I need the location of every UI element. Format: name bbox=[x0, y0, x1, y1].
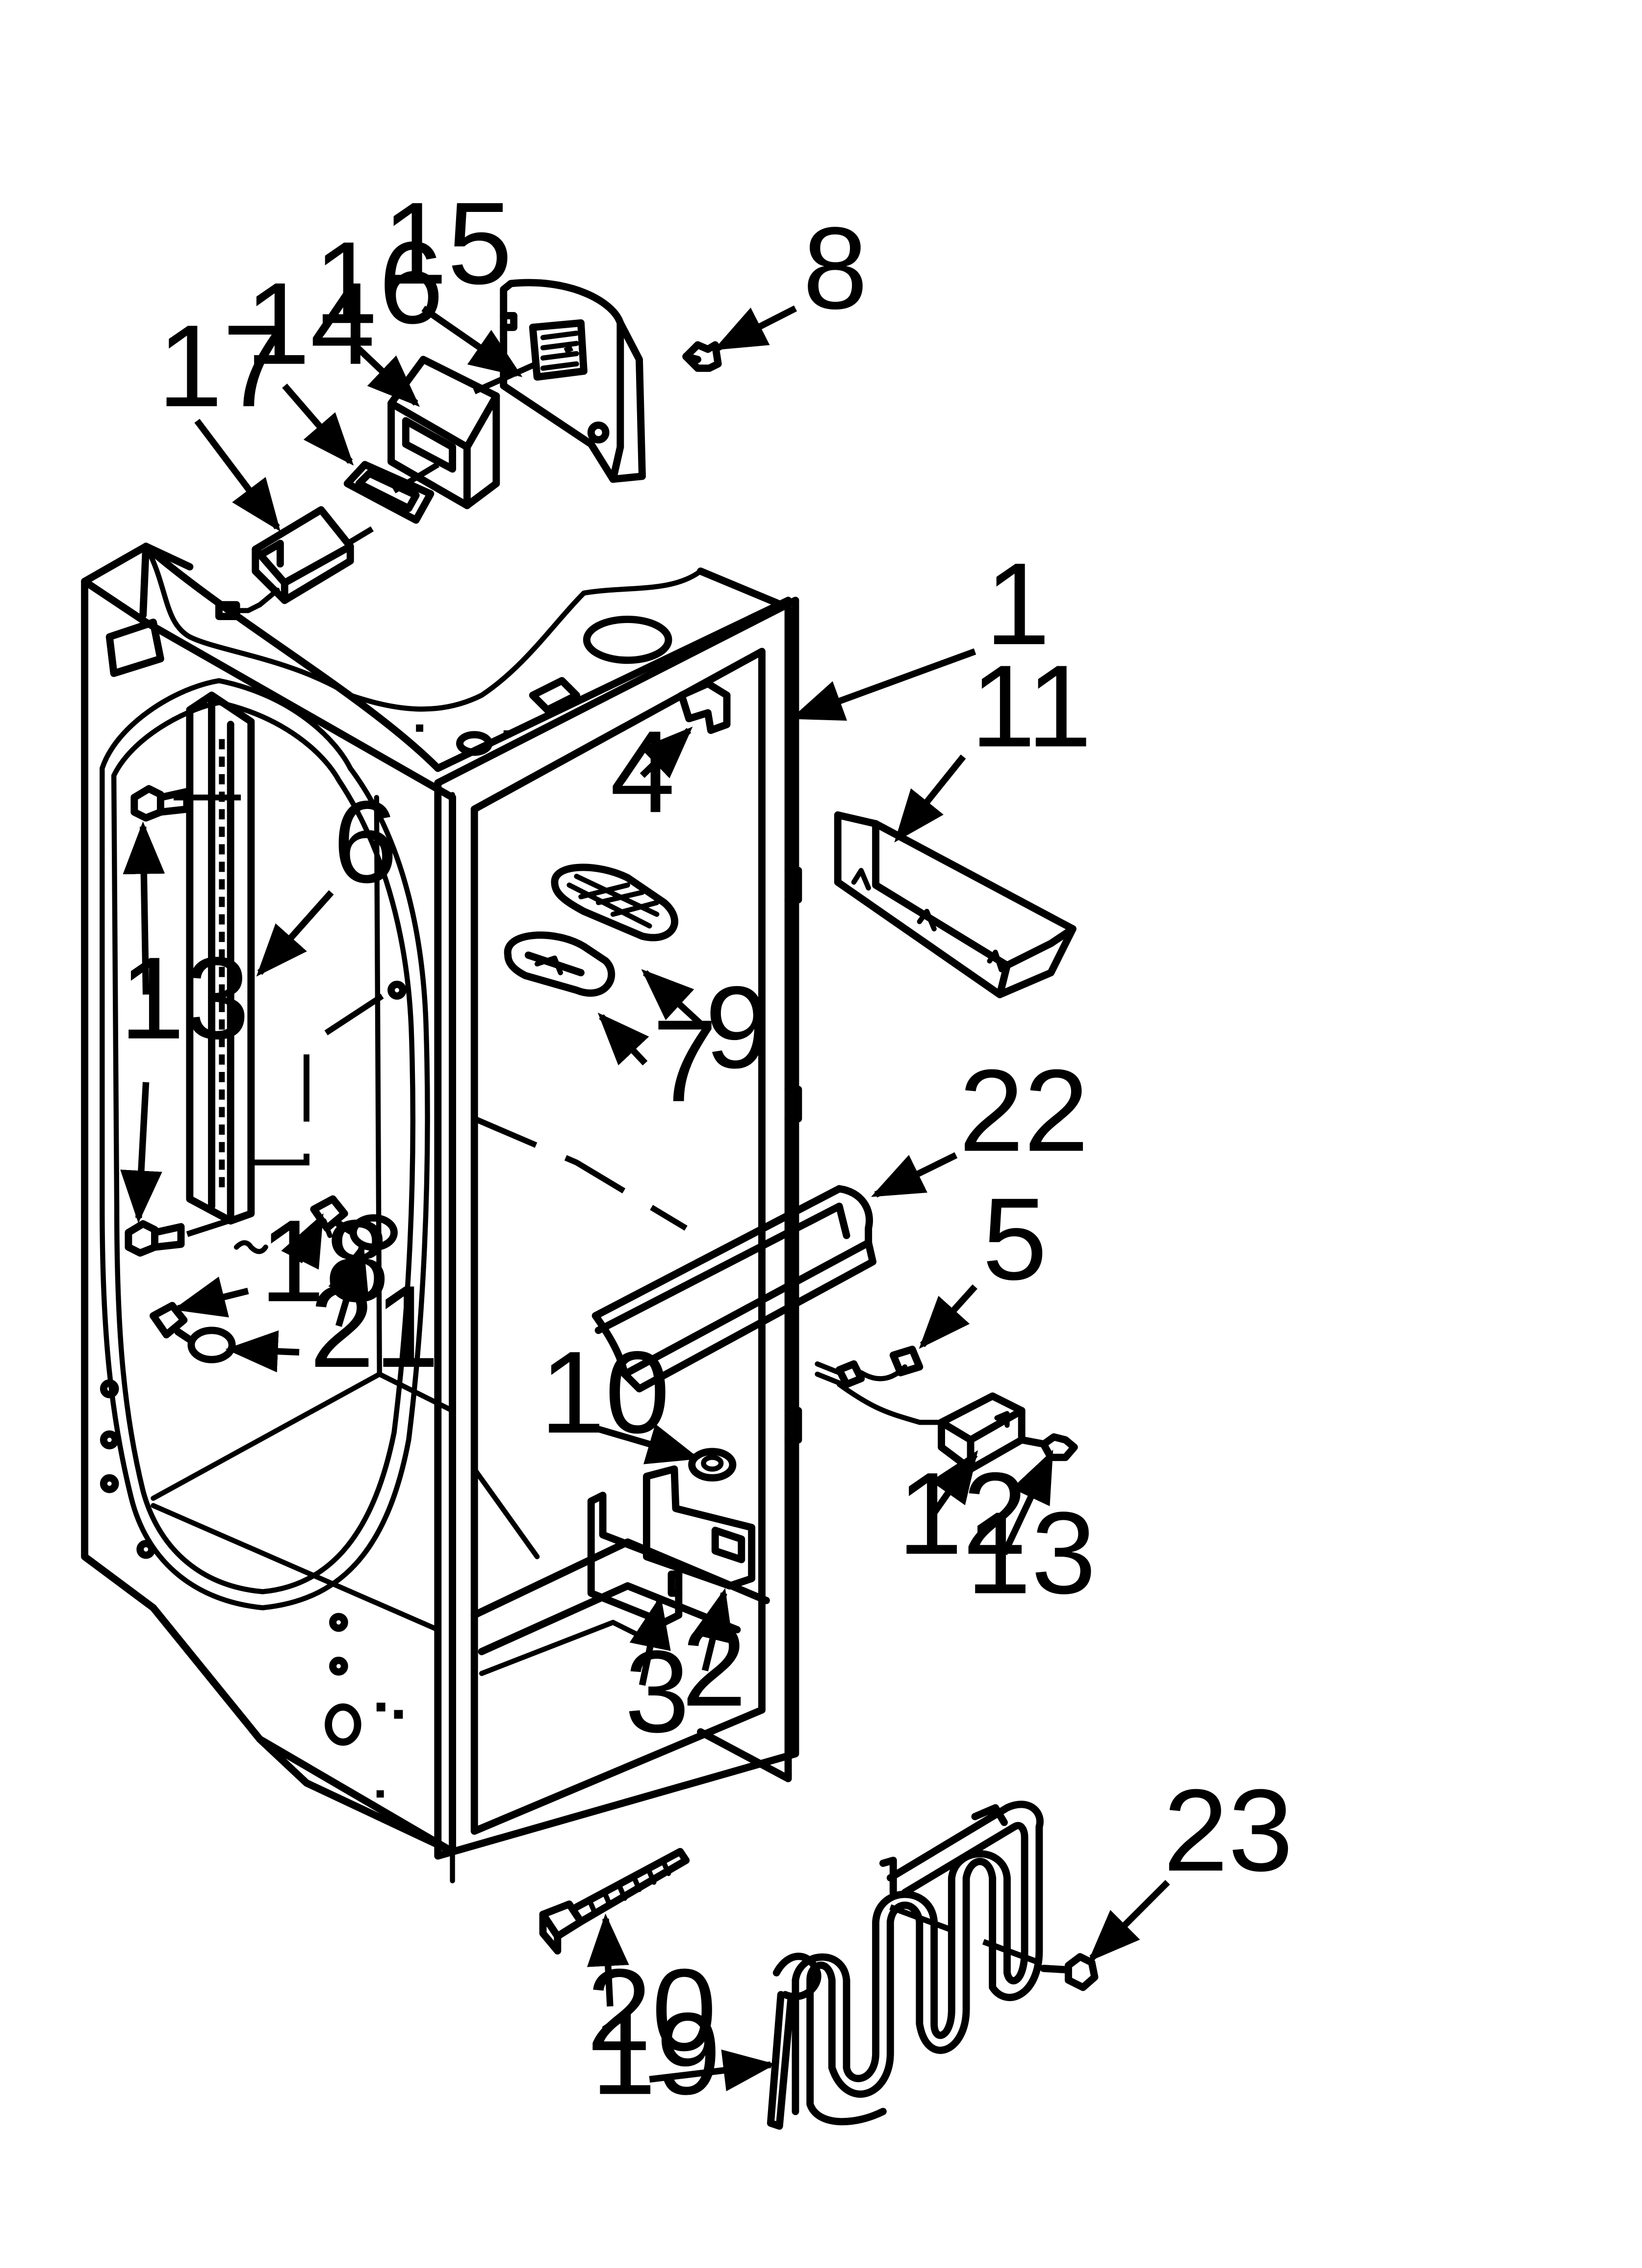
callout-1: 1 bbox=[985, 539, 1050, 669]
callout-10: 10 bbox=[540, 1327, 670, 1458]
part-21-bulb-lower bbox=[174, 1327, 236, 1363]
callout-7: 7 bbox=[652, 996, 717, 1126]
ladder-slot bbox=[219, 827, 225, 837]
part-4-clip bbox=[678, 679, 731, 734]
callout-14: 14 bbox=[245, 259, 375, 389]
part-2-bracket bbox=[642, 1465, 756, 1590]
callout-8: 8 bbox=[803, 203, 868, 334]
ladder-slot bbox=[219, 896, 225, 907]
ladder-slot bbox=[219, 1019, 225, 1030]
callout-leaders bbox=[120, 305, 1170, 2091]
callout-23: 23 bbox=[1163, 1765, 1293, 1896]
ladder-slot bbox=[219, 1107, 225, 1118]
callout-20: 20 bbox=[587, 1945, 717, 2075]
part-15-control-housing bbox=[500, 279, 646, 483]
callout-3: 3 bbox=[625, 1626, 690, 1757]
part-8-screw bbox=[682, 341, 722, 372]
part-23-screw bbox=[1040, 1953, 1099, 1991]
part-22-trim-channel bbox=[591, 1185, 877, 1393]
part-18-lamp-socket-lower bbox=[150, 1302, 188, 1339]
ladder-slot bbox=[219, 914, 225, 925]
ladder-slot bbox=[219, 966, 225, 977]
ladder-slot bbox=[219, 844, 225, 855]
ladder-slot bbox=[219, 1177, 225, 1188]
part-5-wire-harness bbox=[815, 1346, 949, 1425]
callout-2: 2 bbox=[682, 1600, 746, 1731]
ladder-slot bbox=[219, 1002, 225, 1013]
ladder-slot bbox=[219, 1072, 225, 1082]
ladder-slot bbox=[219, 809, 225, 820]
callout-5: 5 bbox=[982, 1174, 1047, 1304]
part-21-bulb-upper bbox=[334, 1214, 398, 1251]
part-9-vent-grille bbox=[551, 863, 678, 941]
ladder-slot bbox=[219, 756, 225, 767]
callout-22: 22 bbox=[959, 1045, 1089, 1176]
ladder-slot bbox=[219, 984, 225, 995]
callout-15: 15 bbox=[383, 178, 513, 309]
ladder-slot bbox=[219, 739, 225, 750]
part-6-shelf-ladder bbox=[186, 691, 255, 1225]
part-17-light-switch bbox=[215, 506, 354, 620]
part-19-heater bbox=[767, 1800, 1044, 2130]
part-13-screw-upper bbox=[130, 785, 191, 822]
callout-19: 19 bbox=[591, 1988, 721, 2119]
callout-18-upper: 18 bbox=[260, 1196, 390, 1326]
ladder-slot bbox=[219, 1037, 225, 1047]
part-14-gasket bbox=[343, 461, 435, 524]
part-11-cover-channel bbox=[834, 811, 1077, 998]
callout-4: 4 bbox=[610, 706, 675, 837]
callout-11: 11 bbox=[971, 641, 1092, 771]
callout-6: 6 bbox=[333, 777, 398, 907]
ladder-slot bbox=[219, 1089, 225, 1100]
ladder-slot bbox=[219, 1124, 225, 1135]
part-20-cable-tie bbox=[539, 1848, 690, 1955]
ladder-slot bbox=[219, 861, 225, 872]
ladder-slot bbox=[219, 932, 225, 942]
cabinet-liner bbox=[81, 543, 802, 1883]
callout-17: 17 bbox=[157, 301, 287, 431]
part-10-grommet bbox=[688, 1448, 737, 1482]
ladder-slot bbox=[219, 949, 225, 960]
ladder-slot bbox=[219, 1054, 225, 1065]
callout-12: 12 bbox=[898, 1448, 1027, 1579]
callout-21: 21 bbox=[309, 1261, 439, 1392]
part-3-bracket bbox=[587, 1491, 683, 1626]
callout-16: 16 bbox=[314, 217, 444, 348]
part-16-light-housing bbox=[387, 356, 500, 509]
ladder-slot bbox=[219, 879, 225, 890]
callout-13-right: 13 bbox=[966, 1487, 1096, 1618]
ladder-slot bbox=[219, 774, 225, 784]
part-7-vent-cover bbox=[504, 931, 615, 997]
callout-labels: 1 2 3 4 5 6 7 8 9 10 11 12 13 13 14 15 1… bbox=[120, 178, 1293, 2119]
callout-13-left: 13 bbox=[120, 933, 250, 1064]
part-13-screw-lower bbox=[125, 1220, 185, 1257]
callout-9: 9 bbox=[705, 962, 770, 1093]
ladder-slot bbox=[219, 1142, 225, 1152]
ladder-slot bbox=[219, 1159, 225, 1170]
